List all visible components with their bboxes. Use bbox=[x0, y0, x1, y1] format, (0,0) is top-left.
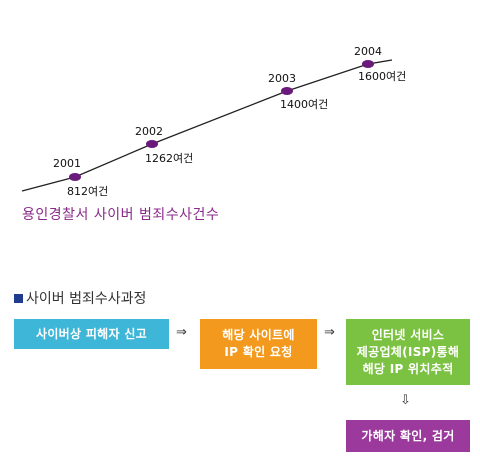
process-title-text: 사이버 범죄수사과정 bbox=[26, 291, 147, 307]
chart-title: 용인경찰서 사이버 범죄수사건수 bbox=[22, 207, 220, 223]
year-label-2001: 2001 bbox=[53, 157, 81, 170]
year-label-2002: 2002 bbox=[135, 125, 163, 138]
trend-marker-2001 bbox=[69, 173, 81, 181]
trend-line-chart bbox=[21, 59, 393, 192]
step-ip-request: 해당 사이트에 IP 확인 요청 bbox=[200, 319, 317, 369]
step-text-line: 인터넷 서비스 bbox=[371, 327, 445, 342]
step-text-line: 해당 IP 위치추적 bbox=[362, 361, 454, 376]
year-label-2003: 2003 bbox=[268, 72, 296, 85]
step-victim-report: 사이버상 피해자 신고 bbox=[14, 319, 169, 349]
process-section-title: 사이버 범죄수사과정 bbox=[14, 288, 146, 308]
step-text-line: IP 확인 요청 bbox=[224, 345, 293, 359]
step-text-line: 가해자 확인, 검거 bbox=[361, 428, 455, 443]
arrow-right-icon: ⇒ bbox=[176, 325, 187, 340]
arrow-right-icon: ⇒ bbox=[324, 325, 335, 340]
step-text-line: 사이버상 피해자 신고 bbox=[35, 326, 148, 341]
trend-line bbox=[21, 59, 393, 192]
value-label-2002: 1262여건 bbox=[145, 152, 194, 165]
trend-marker-2002 bbox=[146, 140, 158, 148]
trend-marker-2003 bbox=[281, 87, 293, 95]
value-label-2001: 812여건 bbox=[67, 185, 109, 198]
step-isp-tracking: 인터넷 서비스 제공업체(ISP)통해 해당 IP 위치추적 bbox=[346, 319, 470, 385]
square-bullet-icon bbox=[14, 293, 23, 303]
year-label-2004: 2004 bbox=[354, 45, 382, 58]
trend-marker-2004 bbox=[362, 60, 374, 68]
step-text-line: 해당 사이트에 bbox=[222, 328, 295, 342]
arrow-down-icon: ⇩ bbox=[400, 393, 411, 408]
value-label-2003: 1400여건 bbox=[280, 98, 329, 111]
step-arrest: 가해자 확인, 검거 bbox=[346, 420, 470, 452]
value-label-2004: 1600여건 bbox=[358, 70, 407, 83]
step-text-line: 제공업체(ISP)통해 bbox=[356, 344, 460, 359]
